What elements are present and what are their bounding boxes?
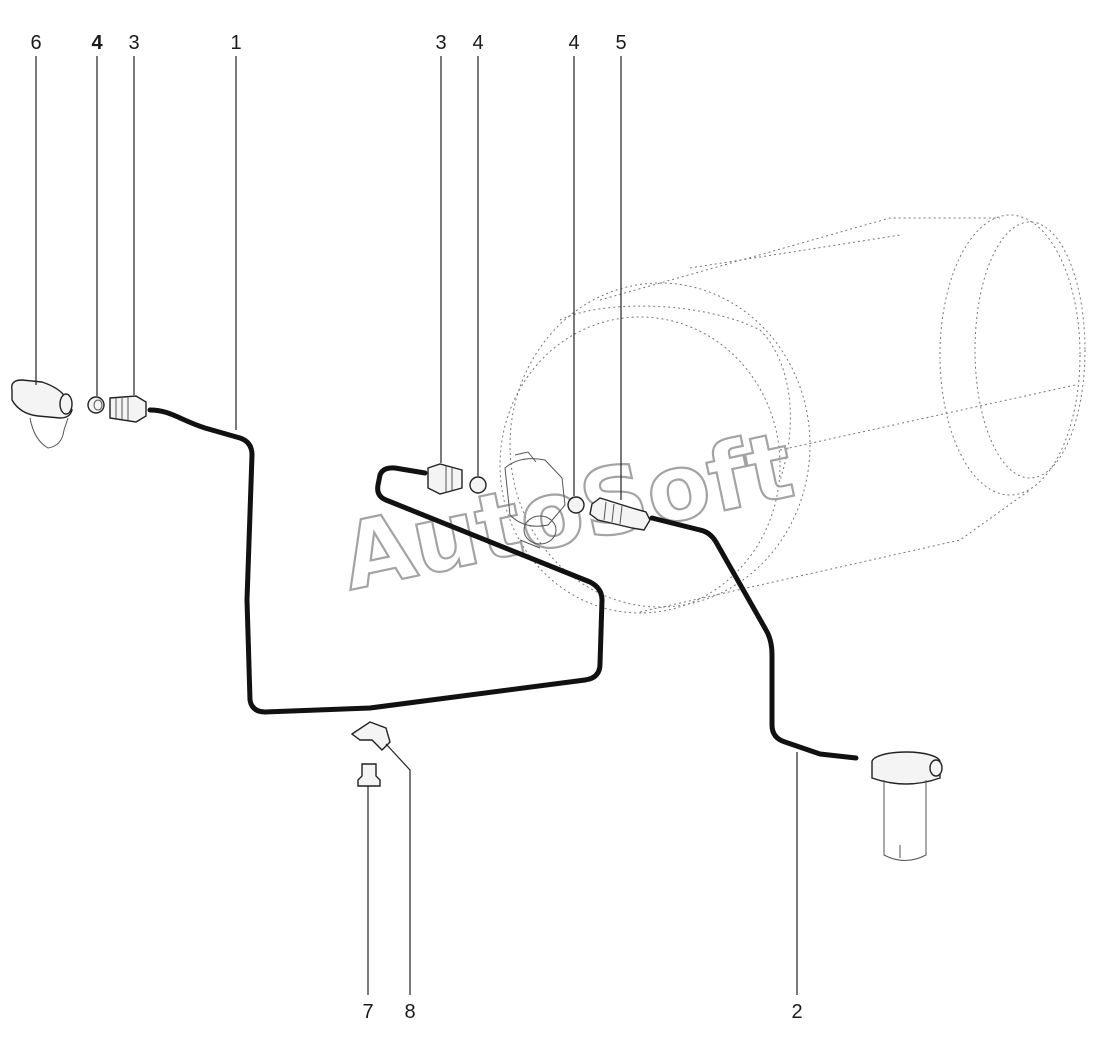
leader-lines bbox=[35, 56, 798, 995]
callout-4-middle: 4 bbox=[472, 32, 483, 54]
air-tank bbox=[499, 214, 1086, 614]
callout-5: 5 bbox=[615, 32, 626, 54]
callout-labels: 6 4 3 1 3 4 4 5 7 8 2 bbox=[30, 32, 802, 1023]
ring-part-4-middle bbox=[469, 476, 487, 494]
watermark-text: AutoSoft bbox=[331, 411, 803, 613]
coupling-head-part-6 bbox=[11, 379, 73, 449]
bolt-part-7 bbox=[357, 763, 381, 787]
callout-7: 7 bbox=[362, 1001, 373, 1023]
pipe-2 bbox=[649, 515, 859, 761]
fitting-part-3-middle bbox=[427, 463, 463, 495]
callout-8: 8 bbox=[404, 1001, 415, 1023]
callout-2: 2 bbox=[791, 1001, 802, 1023]
fitting-part-3-left bbox=[109, 395, 147, 423]
callout-1: 1 bbox=[230, 32, 241, 54]
fitting-part-5 bbox=[589, 497, 651, 531]
ring-part-4-right bbox=[567, 496, 585, 514]
pipe-1 bbox=[147, 407, 605, 715]
callout-3-middle: 3 bbox=[435, 32, 446, 54]
watermark-label: AutoSoft bbox=[332, 412, 802, 612]
clamp-part-8 bbox=[350, 721, 391, 751]
end-fitting-cylinder bbox=[871, 751, 943, 861]
callout-3-left: 3 bbox=[128, 32, 139, 54]
ring-part-4-left bbox=[87, 396, 105, 414]
callout-6: 6 bbox=[30, 32, 41, 54]
tank-valve bbox=[504, 451, 566, 549]
callout-4-left: 4 bbox=[91, 32, 103, 54]
callout-4-right: 4 bbox=[568, 32, 579, 54]
